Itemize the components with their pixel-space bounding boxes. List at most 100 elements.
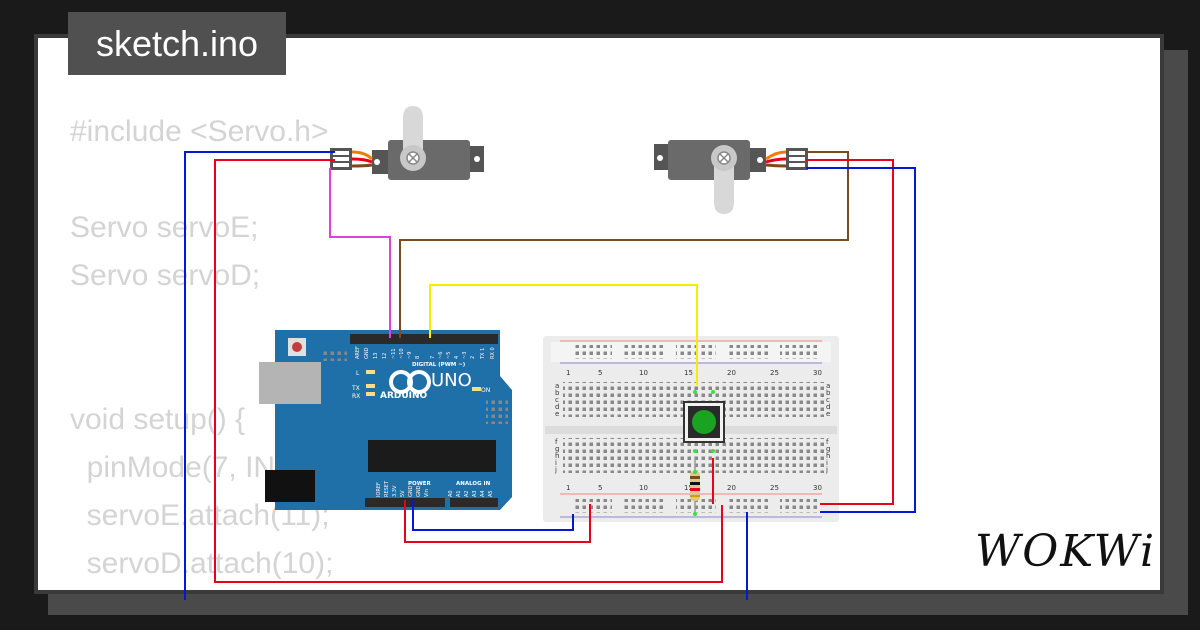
breadboard-row-label: d	[555, 403, 559, 411]
breadboard-col-label: 5	[598, 369, 602, 377]
digital-pin-label: 12	[382, 353, 388, 359]
breadboard-row-label: e	[826, 410, 830, 418]
digital-pin-label: ~5	[446, 352, 452, 359]
servo-right[interactable]	[654, 140, 808, 214]
breadboard-row-label: f	[555, 438, 558, 446]
breadboard-row-label: h	[555, 452, 559, 460]
digital-pin-label: RX 0	[490, 347, 496, 359]
breadboard-row-label: a	[826, 382, 830, 390]
power-pin-label: 3.3V	[392, 485, 398, 497]
breadboard-col-label: 1	[566, 369, 570, 377]
wire-blue-gnd[interactable]	[412, 500, 574, 531]
breadboard-col-label: 10	[639, 369, 648, 377]
breadboard-col-label: 10	[639, 484, 648, 492]
digital-pin-label: ~10	[399, 348, 405, 359]
led-on-label: ON	[481, 387, 490, 394]
analog-pin-label: A2	[464, 490, 470, 497]
canvas-card: #include <Servo.h> Servo servoE; Servo s…	[34, 34, 1164, 594]
servo-left[interactable]	[330, 106, 484, 180]
analog-header	[450, 498, 498, 507]
wire-magenta-left-servo-signal[interactable]	[329, 168, 391, 338]
power-pins-label: POWER	[408, 481, 432, 487]
wire-blue-left-servo-gnd[interactable]	[184, 151, 335, 600]
breadboard-col-label: 15	[684, 484, 693, 492]
digital-pin-label: ~9	[407, 352, 413, 359]
arduino-uno[interactable]: UNO ARDUINO DIGITAL (PWM ~) POWER ANALOG…	[259, 330, 512, 510]
digital-pin-label: 8	[415, 356, 421, 359]
digital-pin-label: ~6	[438, 352, 444, 359]
wire-yellow-button-signal[interactable]	[429, 284, 698, 385]
digital-pin-label: AREF	[355, 346, 361, 359]
breadboard-row-label: c	[555, 396, 559, 404]
digital-pin-label: GND	[364, 347, 370, 359]
breadboard-row-label: i	[555, 459, 557, 467]
pushbutton[interactable]	[683, 390, 725, 453]
led-l-label: L	[356, 370, 360, 377]
breadboard-row-label: g	[826, 445, 830, 453]
wires	[184, 151, 916, 600]
breadboard-row-label: a	[555, 382, 559, 390]
code-line: void setup() {	[70, 403, 246, 436]
power-pin-label: GND	[408, 485, 414, 497]
breadboard-row-label: c	[826, 396, 830, 404]
power-pin-label: IOREF	[376, 482, 382, 497]
breadboard-col-label: 20	[727, 369, 736, 377]
breadboard-row-label: g	[555, 445, 559, 453]
digital-pin-label: ~3	[462, 352, 468, 359]
breadboard-col-label: 25	[770, 369, 779, 377]
breadboard-row-label: j	[554, 466, 557, 474]
resistor[interactable]	[690, 458, 700, 516]
breadboard-col-label: 20	[727, 484, 736, 492]
code-line: Servo servoE;	[70, 211, 259, 244]
power-pin-label: RESET	[384, 480, 390, 497]
wire-red-right-servo-vcc[interactable]	[806, 159, 894, 505]
sketch-title[interactable]: sketch.ino	[68, 12, 286, 75]
board-model-label: UNO	[431, 370, 472, 391]
breadboard-col-label: 15	[684, 369, 693, 377]
digital-pin-label: 13	[373, 353, 379, 359]
breadboard-row-label: h	[826, 452, 830, 460]
breadboard-row-label: b	[826, 389, 831, 397]
digital-pin-label: 4	[454, 356, 460, 359]
code-line: servoD.attach(10);	[70, 547, 334, 580]
analog-pins-label: ANALOG IN	[456, 481, 491, 487]
analog-pin-label: A0	[448, 490, 454, 497]
analog-pin-label: A4	[480, 490, 486, 497]
digital-pin-label: 2	[470, 356, 476, 359]
breadboard-row-label: d	[826, 403, 830, 411]
digital-pin-label: ~11	[391, 348, 397, 359]
wire-blue-right-servo-gnd[interactable]	[806, 167, 916, 513]
wire-red-5v[interactable]	[404, 500, 591, 543]
wire-red-left-servo-vcc[interactable]	[214, 159, 723, 583]
breadboard-row-label: f	[826, 438, 829, 446]
breadboard-row-label: j	[825, 466, 828, 474]
breadboard-col-label: 30	[813, 484, 822, 492]
digital-pin-label: 7	[430, 356, 436, 359]
digital-pins-label: DIGITAL (PWM ~)	[412, 362, 466, 368]
wokwi-logo: WOKWi	[975, 526, 1157, 577]
power-pin-label: GND	[416, 485, 422, 497]
breadboard-row-label: b	[555, 389, 560, 397]
analog-pin-label: A1	[456, 490, 462, 497]
digital-header	[350, 334, 498, 344]
breadboard-col-label: 30	[813, 369, 822, 377]
power-jack	[265, 470, 315, 502]
power-pin-label: 5V	[400, 490, 406, 497]
analog-pin-label: A5	[488, 490, 494, 497]
breadboard-row-label: e	[555, 410, 559, 418]
board-brand-label: ARDUINO	[380, 391, 428, 401]
led-rx-label: RX	[352, 393, 360, 400]
led-tx-label: TX	[351, 385, 360, 392]
code-line: #include <Servo.h>	[70, 115, 329, 148]
power-pin-label: Vin	[424, 489, 430, 497]
breadboard-row-label: i	[826, 459, 828, 467]
wire-brown-right-servo-signal[interactable]	[399, 151, 849, 338]
breadboard-col-label: 5	[598, 484, 602, 492]
code-preview: #include <Servo.h> Servo servoE; Servo s…	[70, 108, 353, 588]
analog-pin-label: A3	[472, 490, 478, 497]
breadboard-col-label: 25	[770, 484, 779, 492]
code-line: Servo servoD;	[70, 259, 261, 292]
breadboard-col-label: 1	[566, 484, 570, 492]
atmega-chip	[368, 440, 496, 472]
